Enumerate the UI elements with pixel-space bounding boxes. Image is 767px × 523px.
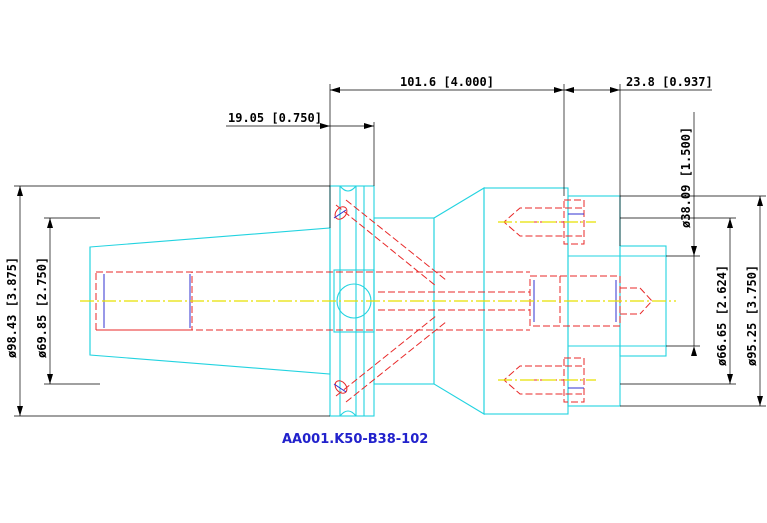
- dim-overall-length: 101.6 [4.000]: [400, 75, 494, 89]
- dimensions: 101.6 [4.000] 23.8 [0.937] 19.05 [0.750]…: [5, 75, 766, 417]
- dim-d95: ø95.25 [3.750]: [745, 265, 759, 366]
- dim-d38: ø38.09 [1.500]: [679, 127, 693, 228]
- dim-end-length: 23.8 [0.937]: [626, 75, 713, 89]
- dim-d66: ø66.65 [2.624]: [715, 265, 729, 366]
- centerlines: [80, 221, 676, 381]
- dim-flange-width: 19.05 [0.750]: [228, 111, 322, 125]
- part-number-label: AA001.K50-B38-102: [282, 432, 428, 447]
- dim-d98: ø98.43 [3.875]: [5, 257, 19, 358]
- dim-d69: ø69.85 [2.750]: [35, 257, 49, 358]
